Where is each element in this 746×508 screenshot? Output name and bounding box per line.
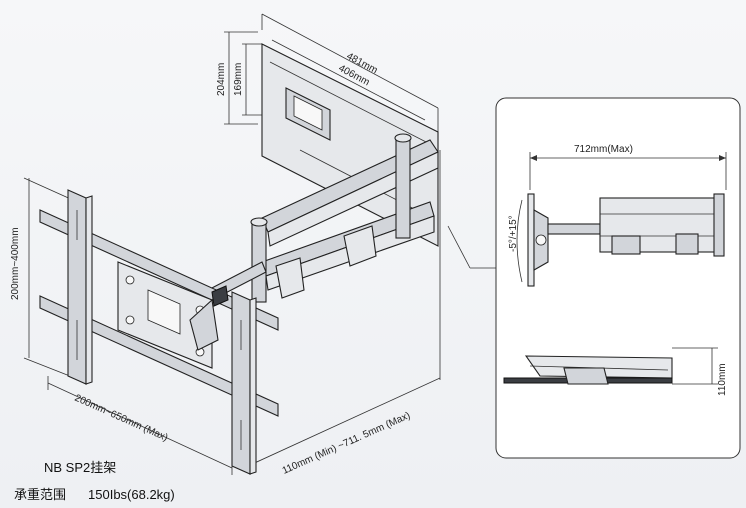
callout-leader — [447, 225, 471, 269]
inset-tilt-label: -5°/+15° — [508, 215, 519, 252]
inset-width-label: 712mm(Max) — [574, 144, 633, 155]
inset-depth-label: 110mm — [717, 363, 728, 396]
load-capacity: 承重范围 150Ibs(68.2kg) — [14, 484, 175, 503]
dim-204: 204mm — [216, 63, 227, 96]
inset-panel — [495, 97, 741, 459]
dim-vesa-horizontal: 200mm~650mm (Max) — [73, 393, 170, 444]
model-name: NB SP2挂架 — [44, 460, 117, 475]
display-bracket — [39, 189, 279, 475]
articulating-arm — [207, 133, 439, 303]
load-value: 150Ibs(68.2kg) — [88, 487, 175, 502]
dim-extension: 110mm (Min) ~711. 5mm (Max) — [281, 410, 412, 477]
dimension-lines — [23, 13, 441, 475]
dim-vesa-vertical: 200mm~400mm — [10, 227, 21, 300]
load-label: 承重范围 — [14, 487, 67, 502]
dim-169: 169mm — [233, 63, 244, 96]
